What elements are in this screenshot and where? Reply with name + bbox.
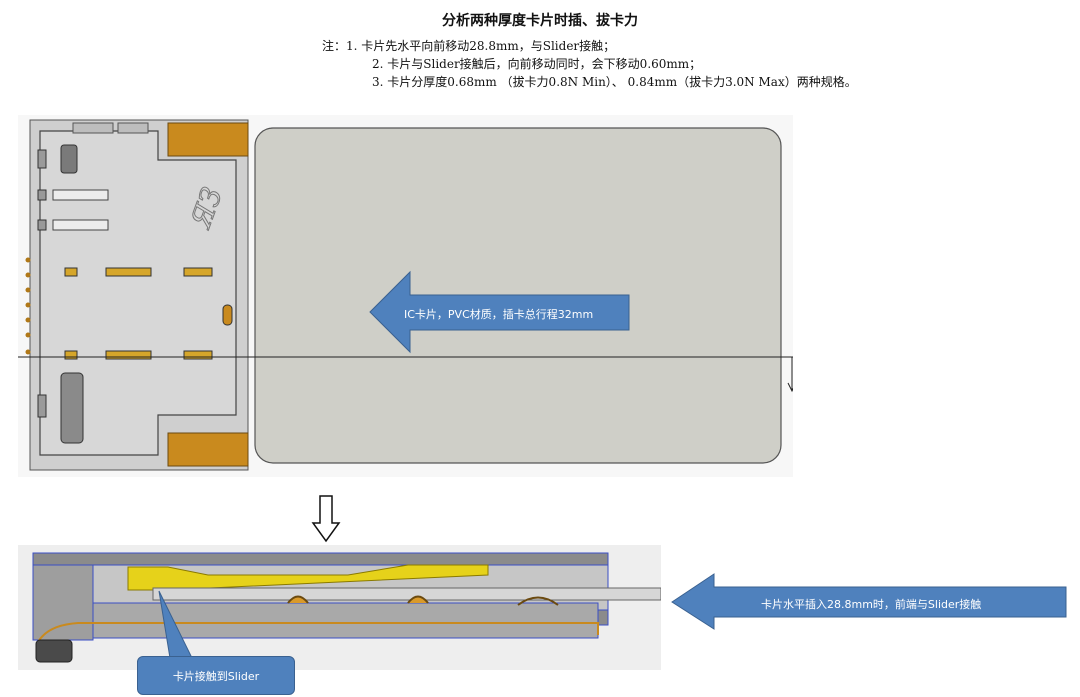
gold-contact-bottom: [167, 432, 249, 467]
page-title: 分析两种厚度卡片时插、拔卡力: [442, 13, 638, 29]
top-view-figure: ЯЗ IC卡片，PVC材质，插卡总行程32mm: [18, 115, 793, 477]
notes-block: 注：1. 卡片先水平向前移动28.8mm，与Slider接触； 2. 卡片与Sl…: [322, 37, 857, 91]
section-view-figure: [18, 545, 661, 670]
slider-part: [127, 564, 489, 591]
note-line-1: 注：1. 卡片先水平向前移动28.8mm，与Slider接触；: [322, 39, 616, 53]
gold-contact-top: [167, 122, 249, 157]
note-line-3: 3. 卡片分厚度0.68mm （拔卡力0.8N Min）、 0.84mm（拔卡力…: [372, 75, 857, 89]
note-line-2: 2. 卡片与Slider接触后，向前移动同时，会下移动0.60mm；: [372, 57, 702, 71]
card-section: [152, 587, 661, 601]
ic-card-arrow: [369, 270, 630, 354]
down-arrow-icon: [311, 495, 341, 543]
horizontal-insert-arrow: [671, 573, 1067, 630]
contact-slider-label: 卡片接触到Slider: [137, 656, 295, 695]
ic-card-label: IC卡片，PVC材质，插卡总行程32mm: [404, 308, 594, 321]
horizontal-insert-label: 卡片水平插入28.8mm时，前端与Slider接触: [761, 598, 982, 611]
connector-outline: [39, 130, 237, 456]
contact-pointer: [158, 590, 193, 659]
